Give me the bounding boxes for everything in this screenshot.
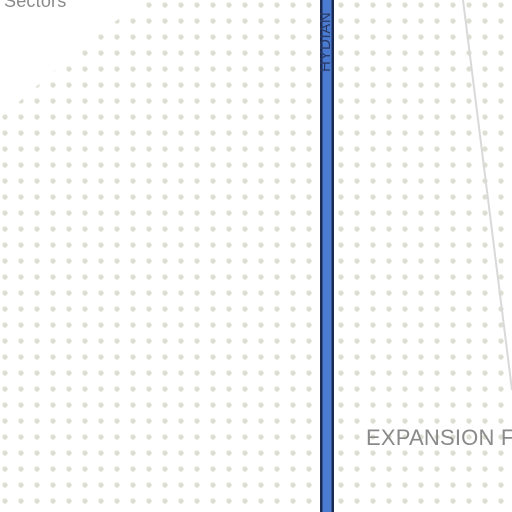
main-road[interactable] bbox=[322, 0, 332, 512]
area-label-expansion: EXPANSION F bbox=[366, 425, 512, 450]
area-label-sectors: Sectors bbox=[4, 0, 67, 11]
road-name-label: HYDIAN bbox=[317, 11, 334, 72]
thin-road bbox=[462, 0, 512, 391]
